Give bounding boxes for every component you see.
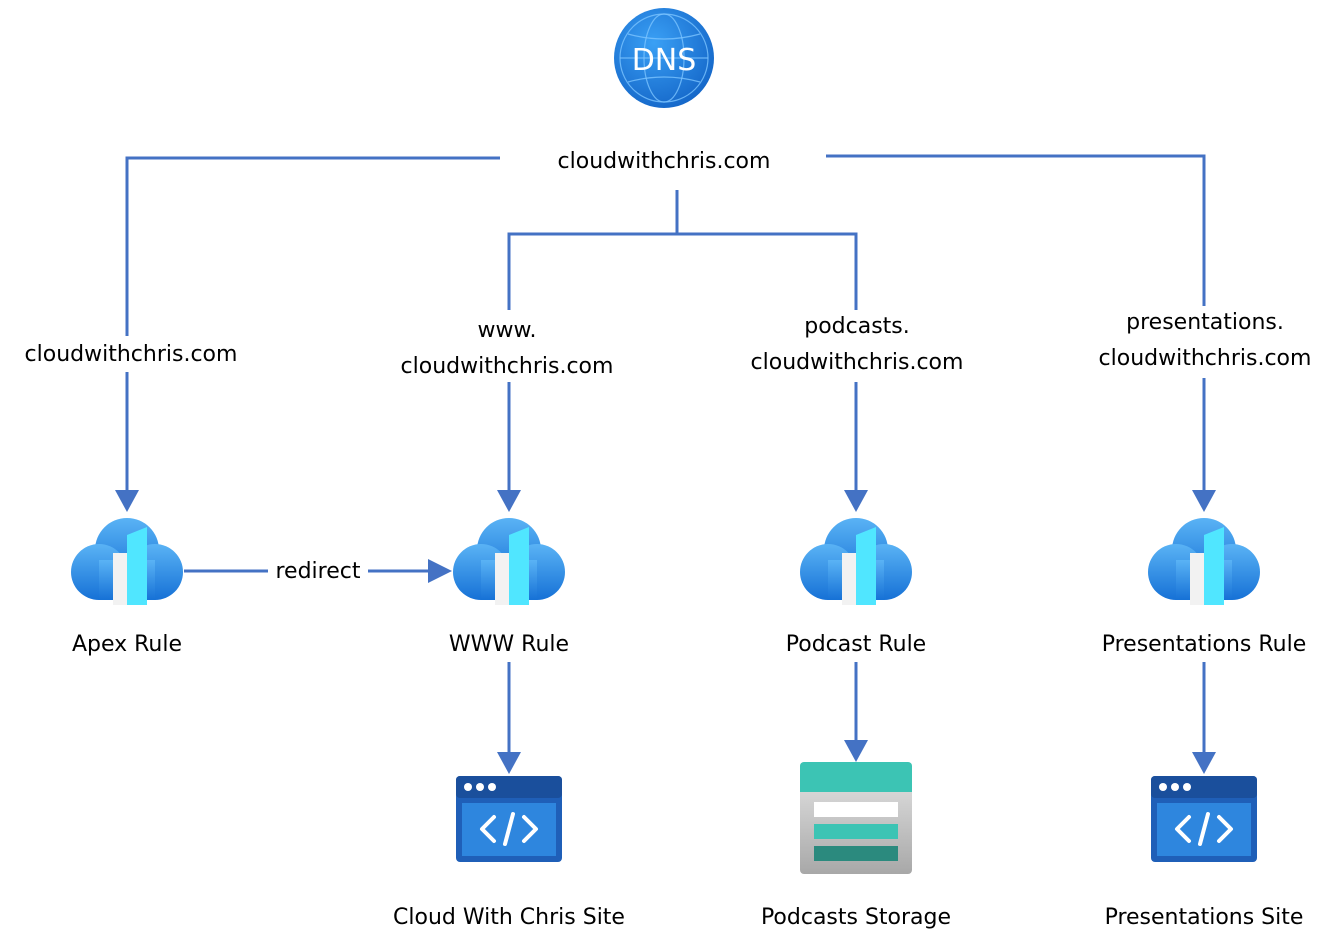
hostname-apex: cloudwithchris.com [25,342,238,367]
hostname-www-domain: cloudwithchris.com [401,354,614,379]
rule-label-apex: Apex Rule [72,632,182,657]
rule-label-presentations: Presentations Rule [1102,632,1307,657]
front-door-cloud-icon [800,518,912,605]
web-app-code-icon [456,776,562,862]
front-door-cloud-icon [71,518,183,605]
rule-label-podcast: Podcast Rule [786,632,926,657]
connector-root-to-presentations [826,154,1206,490]
arrowhead-redirect [428,559,452,583]
connectors [125,154,1206,752]
arrowhead-apex [115,490,139,512]
connector-root-to-apex [125,156,500,490]
arrowhead-www [497,490,521,512]
front-door-cloud-icon [453,518,565,605]
dns-globe-icon: DNS [614,8,714,108]
root-domain-label: cloudwithchris.com [558,149,771,174]
target-label-presentations-site: Presentations Site [1105,905,1304,930]
hostname-www-prefix: www. [478,318,537,343]
arrowhead-podcasts-storage [844,740,868,762]
storage-account-icon [800,762,912,874]
rule-label-www: WWW Rule [449,632,569,657]
hostname-podcasts-prefix: podcasts. [804,314,910,339]
redirect-label: redirect [276,559,361,584]
hostname-podcasts-domain: cloudwithchris.com [751,350,964,375]
arrowhead-presentations-site [1192,752,1216,774]
connector-root-to-podcasts [677,232,858,490]
web-app-code-icon [1151,776,1257,862]
target-label-podcasts-storage: Podcasts Storage [761,905,951,930]
arrowhead-presentations [1192,490,1216,512]
arrowheads [115,490,1216,774]
dns-label: DNS [632,43,697,78]
arrowhead-cwc-site [497,752,521,774]
target-label-cwc-site: Cloud With Chris Site [393,905,625,930]
hostname-presentations-domain: cloudwithchris.com [1099,346,1312,371]
hostname-presentations-prefix: presentations. [1126,310,1284,335]
front-door-cloud-icon [1148,518,1260,605]
arrowhead-podcast [844,490,868,512]
